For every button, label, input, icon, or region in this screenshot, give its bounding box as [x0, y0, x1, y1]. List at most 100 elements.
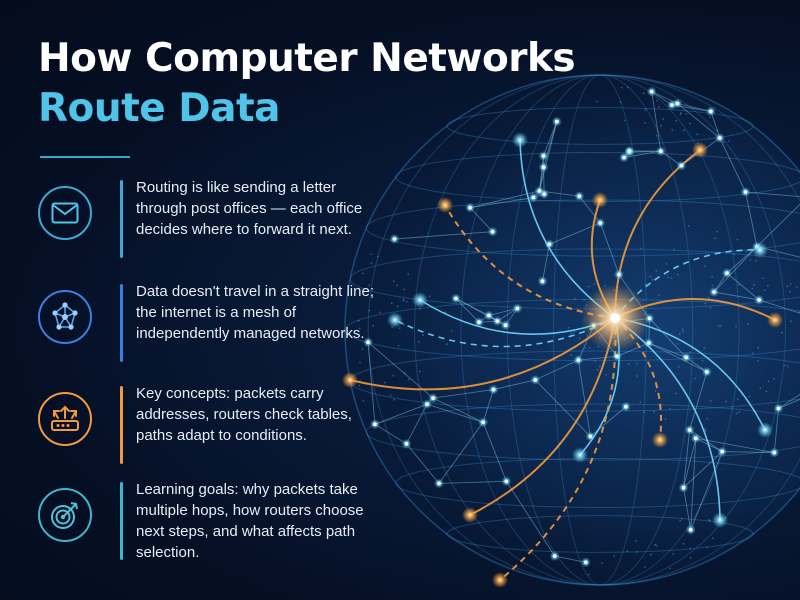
map-dot — [636, 363, 638, 365]
info-item-key-concepts: Key concepts: packets carry addresses, r… — [36, 385, 376, 476]
map-dot — [749, 259, 752, 261]
map-dot — [675, 119, 677, 122]
map-dot — [706, 546, 709, 549]
mesh-link — [756, 203, 800, 247]
item-accent-bar — [120, 386, 123, 464]
map-dot — [642, 92, 645, 95]
node — [725, 271, 729, 275]
hub-node — [610, 313, 620, 323]
mesh-link — [689, 371, 708, 431]
map-dot — [725, 400, 728, 403]
map-dot — [678, 333, 681, 335]
map-dot — [583, 298, 586, 301]
mesh-link — [406, 403, 428, 445]
map-dot — [711, 284, 714, 287]
mesh-link — [651, 91, 662, 152]
map-dot — [764, 289, 766, 292]
mesh-link — [577, 360, 591, 437]
map-dot — [358, 327, 361, 330]
map-dot — [658, 106, 660, 108]
map-dot — [361, 348, 364, 351]
map-dot — [639, 401, 642, 404]
map-dot — [405, 300, 408, 303]
route-endpoint — [512, 132, 528, 148]
route-endpoint — [592, 192, 608, 208]
mesh-link — [590, 406, 627, 437]
map-dot — [657, 294, 660, 296]
map-dot — [596, 368, 599, 371]
node — [425, 402, 429, 407]
info-item-learning-goals: Learning goals: why packets take multipl… — [36, 481, 376, 572]
node — [431, 396, 435, 400]
map-dot — [397, 344, 400, 347]
mesh-link — [616, 342, 649, 357]
info-item-text: Learning goals: why packets take multipl… — [136, 481, 364, 561]
map-dot — [751, 287, 754, 290]
mesh-link — [432, 397, 484, 423]
map-dot — [392, 374, 395, 377]
map-dot — [664, 418, 667, 420]
info-item-text: Data doesn't travel in a straight line; … — [136, 283, 374, 342]
map-dot — [654, 389, 657, 392]
map-dot — [736, 238, 739, 241]
route-path — [349, 317, 616, 391]
map-dot — [372, 324, 375, 327]
map-dot — [711, 275, 713, 278]
mesh-link — [406, 443, 440, 484]
map-dot — [446, 343, 448, 345]
map-dot — [598, 365, 601, 368]
map-dot — [368, 309, 370, 312]
map-dot — [362, 272, 364, 275]
map-dot — [680, 112, 682, 114]
node — [576, 358, 581, 362]
longitude-line — [367, 74, 800, 586]
node — [555, 119, 559, 124]
mesh-link — [549, 222, 601, 245]
node — [679, 163, 684, 168]
node — [503, 323, 508, 328]
map-dot — [679, 519, 682, 522]
map-dot — [403, 288, 406, 291]
mesh-link — [648, 342, 708, 373]
map-dot — [795, 286, 798, 288]
map-dot — [707, 296, 710, 299]
map-dot — [644, 283, 647, 286]
map-dot — [689, 351, 691, 354]
map-dot — [696, 133, 699, 136]
map-dot — [783, 364, 786, 367]
map-dot — [676, 273, 679, 276]
node — [366, 340, 370, 345]
mesh-link — [690, 438, 697, 530]
map-dot — [754, 260, 757, 262]
map-dot — [376, 255, 379, 258]
mesh-link — [469, 207, 493, 233]
map-dot — [727, 140, 730, 142]
map-dot — [682, 542, 685, 545]
map-dot — [370, 262, 373, 265]
mesh-link — [599, 222, 620, 275]
map-dot — [644, 566, 646, 568]
node — [373, 422, 377, 427]
mesh-link — [455, 298, 480, 323]
mesh-link — [726, 272, 760, 301]
map-dot — [676, 343, 679, 345]
mesh-link — [578, 355, 618, 361]
node — [477, 320, 481, 325]
node — [622, 155, 626, 160]
node — [481, 420, 485, 425]
map-dot — [404, 372, 406, 374]
map-dot — [713, 237, 716, 240]
network-nodes-icon — [38, 290, 92, 344]
map-dot — [613, 555, 616, 557]
map-dot — [358, 384, 361, 387]
map-dot — [719, 325, 722, 327]
mesh-link — [538, 155, 544, 191]
map-dot — [379, 311, 381, 314]
info-item-mesh-networks: Data doesn't travel in a straight line; … — [36, 283, 376, 374]
map-dot — [737, 283, 740, 286]
mesh-link — [677, 103, 721, 139]
item-accent-bar — [120, 284, 123, 362]
node — [541, 165, 546, 169]
map-dot — [653, 410, 656, 413]
map-dot — [407, 378, 410, 381]
